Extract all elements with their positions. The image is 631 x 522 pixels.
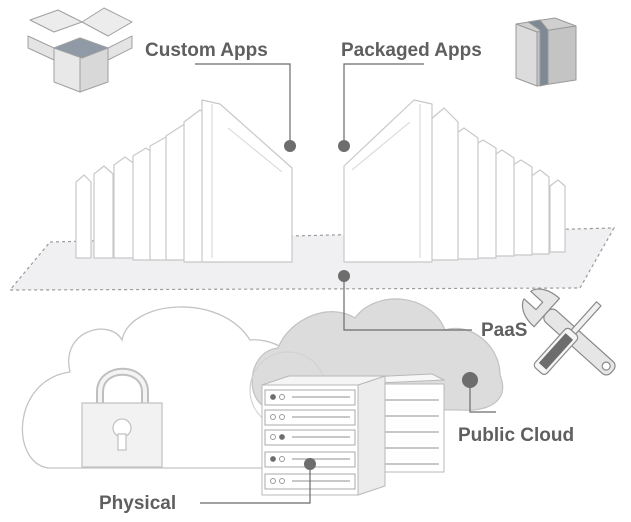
paas-leader [343, 276, 472, 331]
packaged-apps-leader [343, 63, 424, 146]
physical-leader [200, 464, 311, 504]
connector-dots [284, 140, 478, 470]
paas-dot [338, 270, 350, 282]
custom-apps-sheet-edges [211, 104, 283, 258]
custom-apps-dot [284, 140, 296, 152]
custom-apps-label: Custom Apps [145, 40, 268, 61]
packaged-apps-sheets [343, 99, 566, 263]
public-cloud-dot [462, 372, 478, 388]
public-cloud-leader [469, 380, 496, 413]
server-rack-icon [261, 373, 446, 496]
packaged-apps-label: Packaged Apps [341, 40, 482, 61]
physical-label: Physical [99, 493, 176, 514]
paas-label: PaaS [481, 320, 527, 341]
physical-dot [304, 458, 316, 470]
packaged-apps-dot [338, 140, 350, 152]
wrench-screwdriver-icon [521, 288, 616, 376]
custom-apps-sheets [75, 99, 293, 263]
padlock-icon [81, 367, 163, 468]
open-box-icon [27, 7, 133, 93]
custom-apps-leader [195, 63, 291, 146]
packaged-apps-sheet-edges [351, 104, 421, 258]
closed-box-icon [515, 17, 577, 87]
leader-lines [195, 63, 496, 504]
public-cloud-label: Public Cloud [458, 425, 574, 446]
